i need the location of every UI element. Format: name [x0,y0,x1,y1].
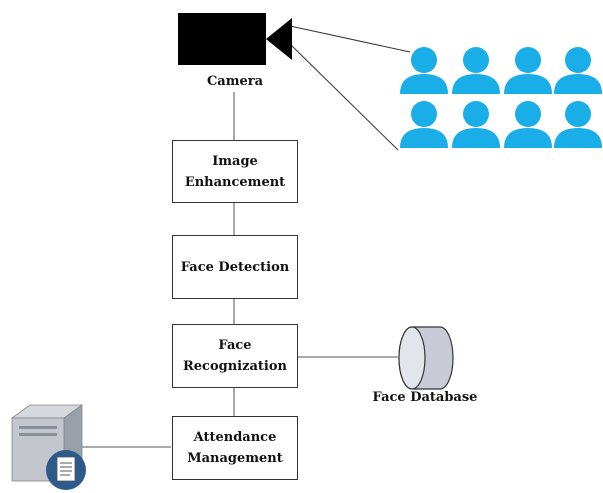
people-group-icon [400,47,602,148]
step-image-enhancement: Image Enhancement [172,140,298,203]
camera-view-line-top [289,25,411,53]
person-icon [452,47,500,94]
step-face-detection: Face Detection [172,235,298,299]
person-icon [452,101,500,148]
camera-icon [178,13,292,65]
server-icon [10,404,86,490]
person-icon [504,47,552,94]
person-icon [400,101,448,148]
person-icon [554,101,602,148]
face-database-label: Face Database [372,390,478,405]
step-attendance-management: Attendance Management [172,416,298,480]
face-database-icon [398,326,454,390]
person-icon [504,101,552,148]
camera-label: Camera [206,74,264,89]
step-face-recognition: Face Recognization [172,324,298,388]
camera-view-line-bottom [289,43,399,151]
person-icon [554,47,602,94]
person-icon [400,47,448,94]
